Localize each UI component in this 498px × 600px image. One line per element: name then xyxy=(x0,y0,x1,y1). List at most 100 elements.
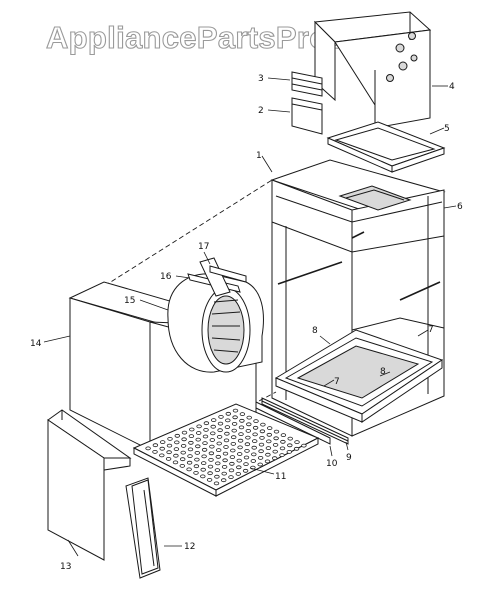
perforation-hole xyxy=(207,464,214,469)
leader-17 xyxy=(203,251,211,265)
callout-13: 13 xyxy=(60,562,71,572)
part-12-channel xyxy=(125,477,161,579)
perforation-hole xyxy=(265,446,272,451)
perforation-hole xyxy=(265,452,271,457)
perforation-hole xyxy=(222,451,229,456)
leader-5 xyxy=(429,127,445,135)
perforation-hole xyxy=(245,428,251,433)
leader-3 xyxy=(267,77,291,81)
perforation-hole xyxy=(266,439,272,444)
part-9-rail xyxy=(261,397,349,445)
perforation-hole xyxy=(221,464,228,469)
perforation-hole xyxy=(206,477,213,482)
callout-1: 1 xyxy=(256,151,262,161)
perforation-hole xyxy=(201,454,207,459)
perforation-hole xyxy=(236,458,242,463)
perforation-hole xyxy=(180,443,187,448)
perforation-hole xyxy=(209,438,215,442)
callout-8b: 8 xyxy=(380,367,386,377)
perforation-hole xyxy=(201,447,208,452)
leader-1 xyxy=(261,155,273,173)
perforation-hole xyxy=(194,457,200,462)
leader-8b xyxy=(379,371,391,377)
perforation-hole xyxy=(159,446,165,451)
perforation-hole xyxy=(244,448,250,453)
callout-5: 5 xyxy=(444,124,450,134)
part-3-plate xyxy=(291,71,323,97)
perforation-hole xyxy=(236,452,243,456)
perforation-hole xyxy=(232,408,239,413)
perforation-hole xyxy=(239,412,246,417)
perforation-hole xyxy=(235,471,241,476)
leader-10 xyxy=(329,445,333,457)
perforation-hole xyxy=(230,435,237,440)
perforation-hole xyxy=(252,432,258,437)
part-11-perforated-panel xyxy=(132,403,320,497)
perforation-hole xyxy=(243,462,249,467)
callout-7a: 7 xyxy=(428,325,434,335)
callout-7b: 7 xyxy=(334,377,340,387)
callout-6: 6 xyxy=(457,202,463,212)
perforation-hole xyxy=(250,459,256,463)
perforation-hole xyxy=(251,452,257,457)
part-15-blower-housing xyxy=(167,273,264,373)
perforation-hole xyxy=(220,478,227,483)
leader-16 xyxy=(175,275,191,279)
perforation-hole xyxy=(238,425,245,430)
perforation-hole xyxy=(193,464,200,469)
callout-4: 4 xyxy=(449,82,455,92)
assembly-guide-lower xyxy=(237,391,277,413)
perforation-hole xyxy=(195,431,202,435)
perforation-hole xyxy=(166,443,173,448)
perforation-hole xyxy=(173,447,180,452)
perforation-hole xyxy=(238,432,244,437)
part-4-control-box xyxy=(313,11,432,129)
perforation-hole xyxy=(228,468,235,473)
perforation-hole xyxy=(243,455,250,460)
perforation-hole xyxy=(187,447,194,452)
perforation-hole xyxy=(210,424,216,429)
perforation-hole xyxy=(216,434,223,439)
perforation-hole xyxy=(193,470,199,475)
perforation-hole xyxy=(186,467,192,472)
callout-10: 10 xyxy=(326,459,338,469)
perforation-hole xyxy=(232,415,238,420)
perforation-hole xyxy=(252,425,259,430)
perforation-hole xyxy=(258,449,264,454)
perforation-hole xyxy=(230,441,236,446)
perforation-hole xyxy=(273,436,279,441)
perforation-hole xyxy=(257,455,264,460)
perforation-hole xyxy=(179,463,185,468)
perforation-hole xyxy=(200,467,206,472)
perforation-holes xyxy=(145,408,307,486)
perforation-hole xyxy=(221,471,227,476)
perforation-hole xyxy=(280,433,287,438)
perforation-hole xyxy=(231,428,237,433)
callout-8a: 8 xyxy=(312,326,318,336)
perforation-hole xyxy=(209,444,215,449)
part-13-side-panel xyxy=(47,409,132,561)
perforation-hole xyxy=(187,454,193,459)
leader-9 xyxy=(345,441,349,451)
perforation-hole xyxy=(165,456,172,461)
perforation-hole xyxy=(181,430,188,435)
perforation-hole xyxy=(159,453,165,458)
leader-13 xyxy=(67,539,79,557)
perforation-hole xyxy=(194,450,200,455)
part-5-top-frame xyxy=(326,121,446,173)
perforation-hole xyxy=(264,459,271,464)
perforation-hole xyxy=(260,422,266,427)
perforation-hole xyxy=(200,474,206,479)
part-7-filter-frame xyxy=(274,329,444,423)
perforation-hole xyxy=(280,439,286,444)
perforation-hole xyxy=(166,450,172,455)
perforation-hole xyxy=(293,446,300,451)
perforation-hole xyxy=(272,456,278,461)
callout-15: 15 xyxy=(124,296,135,306)
perforation-hole xyxy=(208,457,214,462)
perforation-hole xyxy=(202,441,208,446)
perforation-hole xyxy=(167,436,173,441)
leader-14 xyxy=(43,335,71,343)
perforation-hole xyxy=(246,415,252,420)
